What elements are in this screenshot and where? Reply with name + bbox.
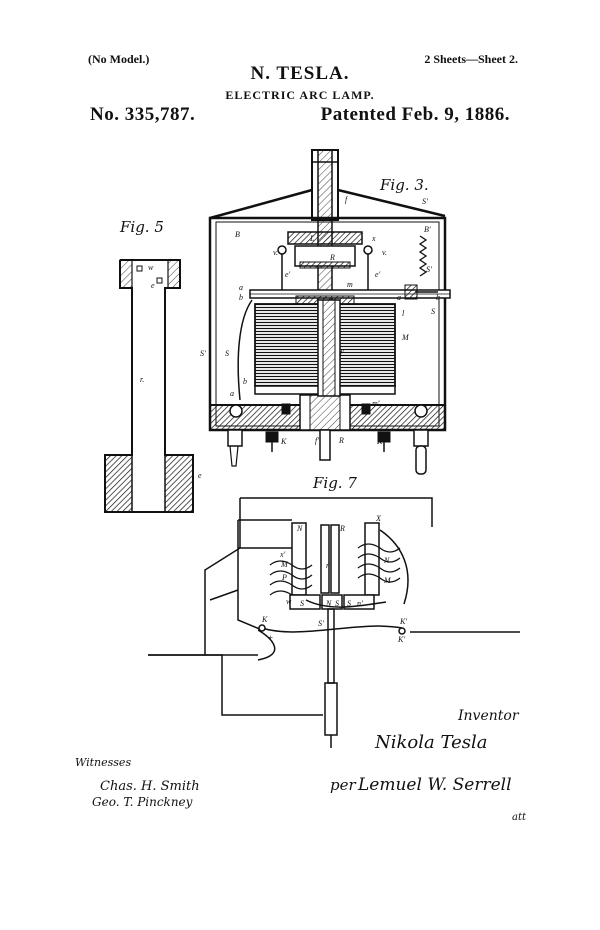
svg-text:r.: r. (140, 375, 144, 384)
svg-text:K': K' (397, 635, 405, 644)
attorney-suffix: att (512, 812, 527, 823)
svg-text:b: b (436, 293, 440, 302)
patent-number: No. 335,787. (90, 104, 196, 125)
svg-text:R: R (339, 524, 345, 533)
svg-text:S': S' (318, 619, 324, 628)
svg-text:S': S' (422, 197, 428, 206)
witness-1-signature: Chas. H. Smith (100, 779, 200, 794)
patent-date: Patented Feb. 9, 1886. (320, 104, 510, 125)
svg-text:B: B (235, 230, 240, 239)
svg-text:R: R (338, 436, 344, 445)
figure-3 (208, 149, 451, 475)
svg-text:e: e (151, 281, 155, 290)
svg-text:M: M (280, 560, 289, 569)
figure-5 (104, 259, 194, 513)
svg-text:S: S (300, 599, 304, 608)
svg-text:K: K (261, 615, 268, 624)
svg-text:f': f' (340, 348, 344, 357)
svg-text:B': B' (424, 225, 431, 234)
svg-text:m': m' (372, 399, 380, 408)
figure-5-label: Fig. 5 (119, 218, 164, 236)
svg-text:f': f' (315, 436, 319, 445)
inventor-label: Inventor (457, 708, 520, 724)
svg-text:S: S (431, 307, 435, 316)
svg-text:b: b (239, 293, 243, 302)
svg-text:X: X (375, 514, 382, 523)
witnesses-label: Witnesses (75, 756, 131, 769)
svg-text:v.: v. (273, 248, 278, 257)
svg-text:N: N (383, 556, 390, 565)
svg-text:S: S (347, 599, 351, 608)
svg-text:S: S (335, 599, 339, 608)
figure-3-letters: B L x B' v. v. R e' e' m a b S' a b l S … (200, 176, 440, 446)
svg-text:K: K (280, 437, 287, 446)
svg-text:K': K' (376, 437, 384, 446)
svg-text:l: l (402, 309, 405, 318)
svg-text:b: b (243, 377, 247, 386)
sheet-count: 2 Sheets—Sheet 2. (424, 52, 518, 66)
inventor-name: N. TESLA. (250, 63, 350, 84)
figure-5-letters: w e r. e Fig. 5 (119, 218, 202, 480)
figure-7-letters: N R X x' M P r N M S N S S n' w S' K + K… (261, 474, 407, 644)
svg-text:f: f (345, 195, 349, 204)
svg-text:l: l (285, 403, 288, 412)
attorney-prefix: per (330, 776, 356, 794)
svg-text:r: r (326, 561, 330, 570)
figure-7 (148, 497, 520, 748)
attorney-signature: Lemuel W. Serrell (357, 775, 512, 795)
svg-text:e': e' (285, 270, 291, 279)
inventor-signature: Nikola Tesla (374, 732, 487, 753)
svg-text:n': n' (357, 599, 363, 608)
svg-text:x': x' (279, 550, 286, 559)
patent-title: ELECTRIC ARC LAMP. (225, 88, 375, 102)
svg-text:P: P (281, 573, 287, 582)
svg-text:N: N (296, 524, 303, 533)
svg-text:K': K' (399, 617, 407, 626)
svg-text:m: m (347, 280, 353, 289)
model-note: (No Model.) (88, 52, 150, 66)
witness-2-signature: Geo. T. Pinckney (92, 795, 193, 809)
svg-text:M: M (401, 333, 410, 342)
svg-text:N: N (325, 599, 332, 608)
figure-7-label: Fig. 7 (312, 474, 357, 492)
svg-text:v.: v. (382, 248, 387, 257)
svg-text:x: x (371, 234, 376, 243)
svg-text:L: L (309, 234, 315, 243)
signature-block: Witnesses Chas. H. Smith Geo. T. Pinckne… (75, 708, 527, 823)
figure-3-label: Fig. 3. (379, 176, 429, 194)
svg-text:R: R (329, 253, 335, 262)
svg-text:w: w (148, 263, 154, 272)
svg-text:S': S' (426, 265, 432, 274)
svg-text:S': S' (200, 349, 206, 358)
svg-text:a: a (230, 389, 234, 398)
svg-text:M: M (383, 576, 392, 585)
svg-text:e: e (198, 471, 202, 480)
svg-text:e': e' (375, 270, 381, 279)
svg-text:S: S (225, 349, 229, 358)
svg-text:a: a (239, 283, 243, 292)
svg-text:l: l (366, 406, 369, 415)
svg-text:w: w (286, 597, 292, 606)
svg-text:a: a (397, 293, 401, 302)
svg-text:+: + (268, 633, 273, 642)
